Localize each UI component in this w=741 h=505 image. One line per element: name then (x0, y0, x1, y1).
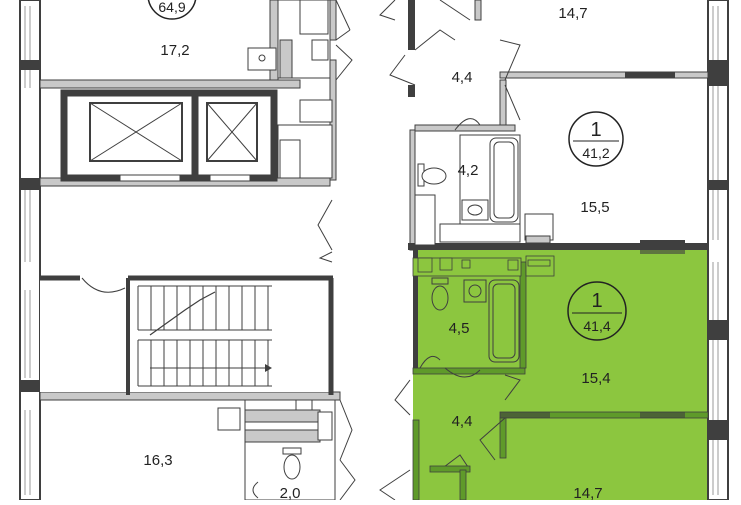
door-swing-icon (81, 277, 126, 293)
room-area-label: 15,5 (580, 199, 609, 216)
stair-arrow-icon (149, 291, 216, 336)
room-area-label: 17,2 (160, 42, 189, 59)
room-area-label: 4,5 (449, 320, 470, 337)
apartment-area-upper: 41,2 (582, 145, 609, 161)
toilet-icon (282, 447, 302, 480)
room-area-label: 15,4 (581, 370, 610, 387)
room-area-label: 4,2 (458, 162, 479, 179)
selected-apartment-area[interactable] (413, 248, 708, 500)
sink-icon (461, 199, 489, 221)
sink-icon (247, 47, 277, 71)
apartment-rooms-upper: 1 (590, 119, 601, 141)
bathtub-icon (489, 137, 519, 223)
toilet-icon (417, 163, 447, 187)
stairwell (40, 275, 334, 395)
apartment-badge-selected[interactable]: 1 41,4 (567, 281, 627, 341)
room-labels: 17,2 14,7 4,4 4,2 15,5 4,5 15,4 4,4 14,7… (143, 5, 610, 502)
corridor-doors (317, 0, 411, 501)
room-area-label: 14,7 (573, 485, 602, 500)
windows (24, 6, 719, 495)
sink-icon (463, 279, 487, 303)
upper-bath (414, 134, 554, 246)
elevator-block (60, 89, 278, 182)
room-area-label: 16,3 (143, 452, 172, 469)
bathtub-icon (488, 279, 520, 363)
left-top-bath (247, 0, 333, 179)
wall-pillars (20, 60, 728, 440)
upper-doors (389, 0, 521, 131)
room-area-label: 4,4 (452, 69, 473, 86)
elevator-icon (206, 102, 258, 162)
apartment-badge-upper[interactable]: 1 41,2 (568, 111, 624, 167)
apartment-area-top-left: 64,9 (158, 0, 185, 15)
apartment-area-selected: 41,4 (583, 318, 610, 334)
room-area-label: 2,0 (280, 485, 301, 500)
apartment-rooms-selected: 1 (591, 290, 602, 312)
right-walls (408, 0, 709, 251)
elevator-icon (89, 102, 183, 162)
toilet-icon (431, 277, 449, 311)
room-area-label: 4,4 (452, 413, 473, 430)
left-bottom-bath (217, 399, 336, 501)
apartment-badge-top-left: 64,9 (147, 0, 197, 20)
room-area-label: 14,7 (558, 5, 587, 22)
sink-icon (217, 407, 241, 431)
